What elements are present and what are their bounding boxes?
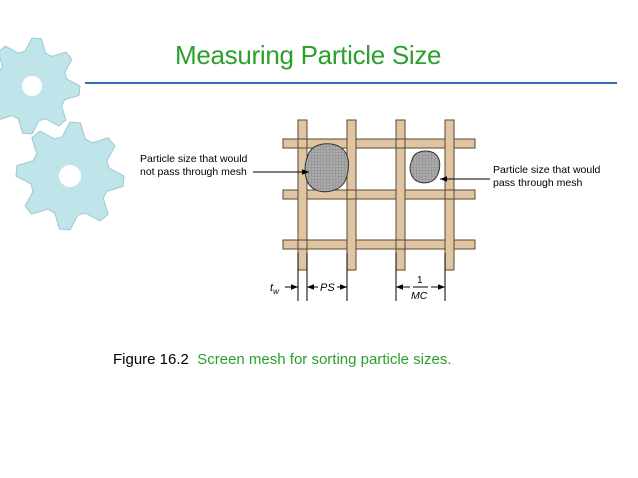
wire-crossings <box>297 138 455 250</box>
mesh-count-denominator: MC <box>411 290 428 302</box>
horizontal-wires <box>282 138 476 250</box>
caption-label: Figure 16.2 <box>113 351 189 368</box>
gear-decoration <box>0 37 125 231</box>
vertical-wire <box>297 119 308 271</box>
wire-crossing <box>395 138 406 149</box>
title-divider <box>85 82 617 84</box>
dimension-annotations <box>285 253 446 301</box>
gear-hole <box>59 165 81 187</box>
page-title: Measuring Particle Size <box>175 40 442 70</box>
vertical-wire <box>395 119 406 271</box>
mesh-count-numerator: 1 <box>417 275 423 286</box>
wire-crossing <box>297 138 308 149</box>
figure-caption: Figure 16.2 Screen mesh for sorting part… <box>113 351 452 368</box>
wire-crossing <box>346 189 357 200</box>
left-callout-line-2: not pass through mesh <box>140 166 247 178</box>
wire-thickness-label: tw <box>270 282 280 296</box>
horizontal-wire <box>282 189 476 200</box>
gear-hole <box>22 76 42 96</box>
wire-crossing <box>297 239 308 250</box>
gear-icon <box>15 121 125 231</box>
small-particle <box>409 150 441 184</box>
pore-size-label: PS <box>320 282 335 294</box>
large-particle <box>304 143 349 193</box>
wire-crossing <box>395 239 406 250</box>
right-callout-line-1: Particle size that would <box>493 164 601 176</box>
horizontal-wire <box>282 138 476 149</box>
caption-text: Screen mesh for sorting particle sizes. <box>197 351 452 368</box>
horizontal-wire <box>282 239 476 250</box>
screen-mesh-diagram: Particle size that would not pass throug… <box>140 119 601 302</box>
right-callout-line-2: pass through mesh <box>493 177 582 189</box>
gear-icon <box>0 37 81 135</box>
wire-crossing <box>444 189 455 200</box>
left-callout-line-1: Particle size that would <box>140 153 248 165</box>
